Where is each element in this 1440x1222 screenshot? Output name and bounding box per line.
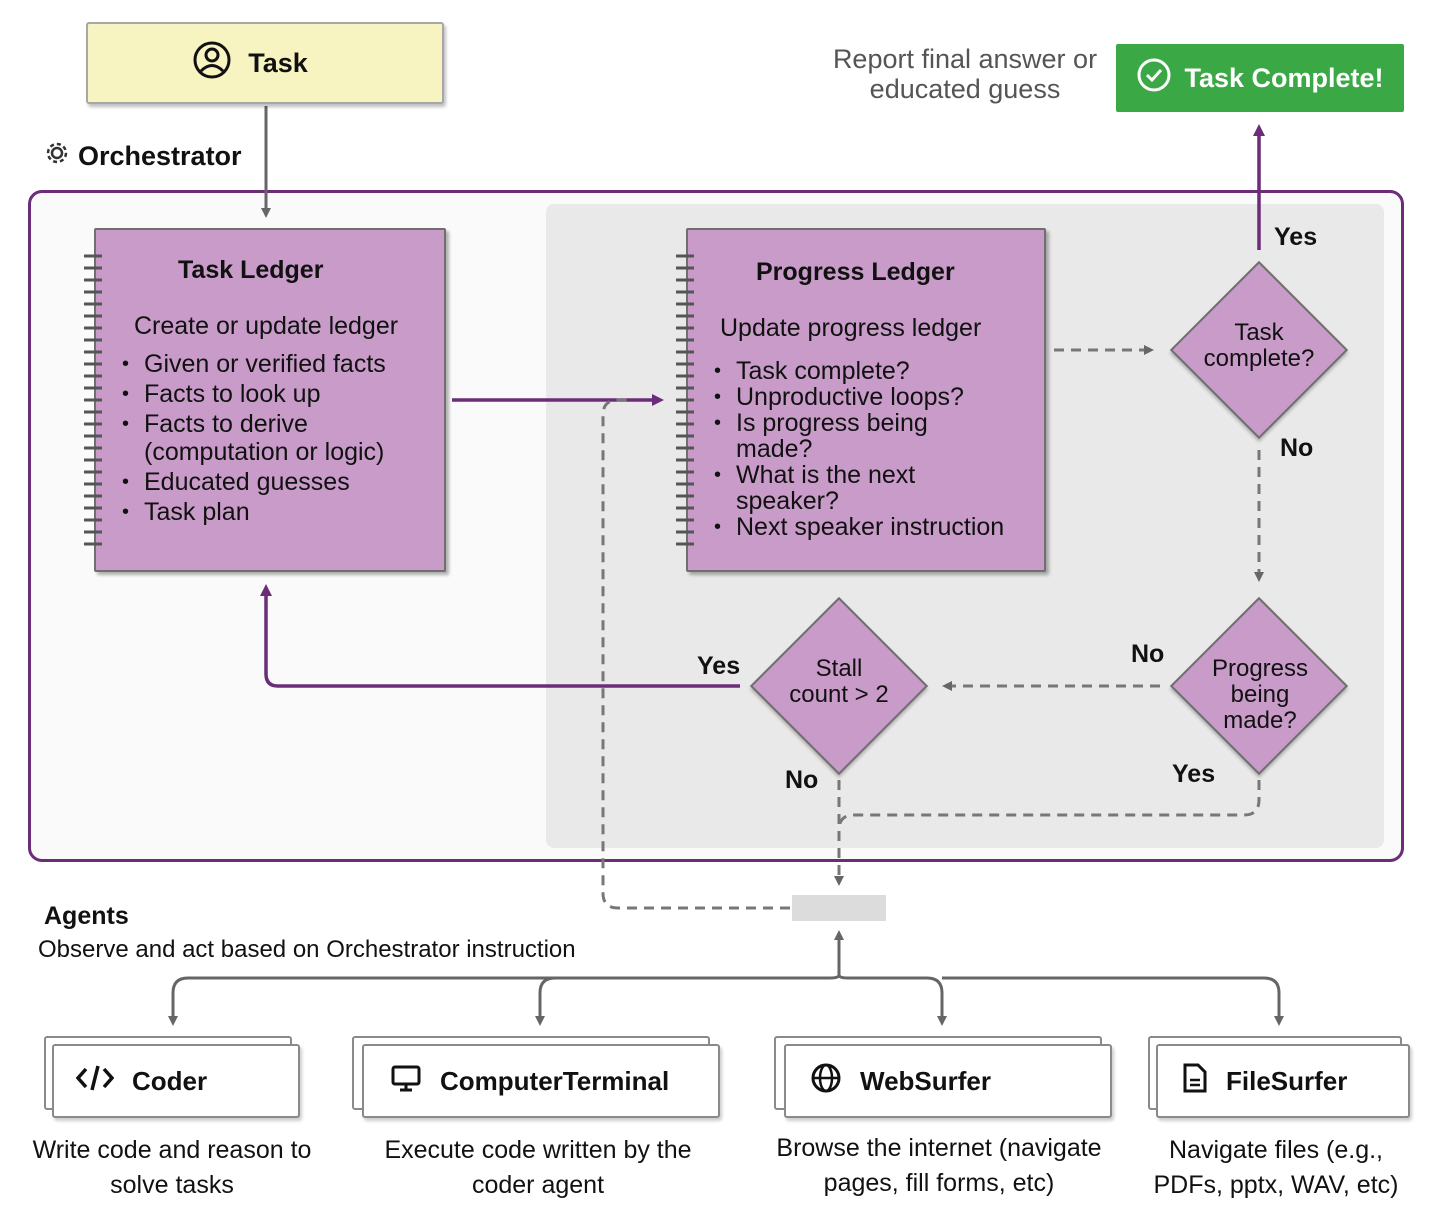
agent-hub	[792, 895, 886, 921]
task-complete-badge: Task Complete!	[1116, 44, 1404, 112]
list-item: Task complete?	[714, 358, 1056, 384]
list-item: Task plan	[122, 498, 444, 526]
agent-card-computerterminal: ComputerTerminal	[362, 1044, 720, 1118]
monitor-icon	[390, 1063, 422, 1100]
agent-desc-computerterminal: Execute code written by the coder agent	[384, 1136, 692, 1199]
yes-label: Yes	[1172, 760, 1216, 788]
agents-subtitle: Observe and act based on Orchestrator in…	[38, 936, 576, 963]
orchestrator-title: Orchestrator	[42, 138, 242, 175]
code-icon	[75, 1063, 115, 1100]
progress-ledger-subtitle: Update progress ledger	[720, 314, 982, 342]
globe-icon	[810, 1062, 842, 1101]
progress-yes-path	[837, 780, 1261, 831]
progress-ledger-title: Progress Ledger	[756, 258, 955, 286]
task-ledger-title: Task Ledger	[178, 256, 324, 284]
progress-ledger-list: Task complete? Unproductive loops? Is pr…	[714, 358, 1056, 540]
report-text: Report final answer or educated guess	[832, 44, 1098, 104]
list-item: Next speaker instruction	[714, 514, 1056, 540]
progress-text: Progress being made?	[1211, 655, 1309, 734]
file-icon	[1182, 1062, 1208, 1101]
list-item: Unproductive loops?	[714, 384, 1056, 410]
list-item: Is progress being made?	[714, 410, 956, 462]
agent-desc-websurfer: Browse the internet (navigate pages, fil…	[776, 1134, 1102, 1197]
spiral-binding	[676, 254, 694, 546]
task-node: Task	[86, 22, 444, 104]
progress-ledger-node: Progress Ledger Update progress ledger T…	[676, 228, 1046, 572]
gear-icon	[42, 138, 72, 175]
user-circle-icon	[192, 40, 232, 87]
task-ledger-list: Given or verified facts Facts to look up…	[122, 350, 444, 526]
agent-card-coder: Coder	[52, 1044, 300, 1118]
list-item: Educated guesses	[122, 468, 444, 496]
list-item: Facts to look up	[122, 380, 444, 408]
check-circle-icon	[1136, 57, 1172, 100]
list-item: Facts to derive (computation or logic)	[122, 410, 444, 466]
no-label: No	[1280, 434, 1314, 462]
task-label: Task	[248, 47, 308, 78]
spiral-binding	[84, 254, 102, 546]
no-label: No	[785, 766, 819, 794]
yes-label: Yes	[697, 652, 741, 680]
yes-label: Yes	[1274, 223, 1318, 251]
stall-text: Stall count > 2	[789, 655, 889, 708]
stall-yes-arrow	[260, 584, 740, 688]
task-complete-text: Task complete?	[1203, 319, 1315, 372]
agent-desc-coder: Write code and reason to solve tasks	[32, 1136, 312, 1199]
list-item: Given or verified facts	[122, 350, 444, 378]
task-ledger-node: Task Ledger Create or update ledger Give…	[84, 228, 446, 572]
agent-card-filesurfer: FileSurfer	[1156, 1044, 1410, 1118]
list-item: What is the next speaker?	[714, 462, 956, 514]
agent-card-websurfer: WebSurfer	[784, 1044, 1112, 1118]
agent-desc-filesurfer: Navigate files (e.g., PDFs, pptx, WAV, e…	[1153, 1136, 1399, 1199]
agents-feedback-path	[601, 398, 790, 910]
no-label: No	[1131, 640, 1165, 668]
agents-title: Agents	[44, 902, 129, 930]
task-ledger-subtitle: Create or update ledger	[134, 312, 399, 340]
